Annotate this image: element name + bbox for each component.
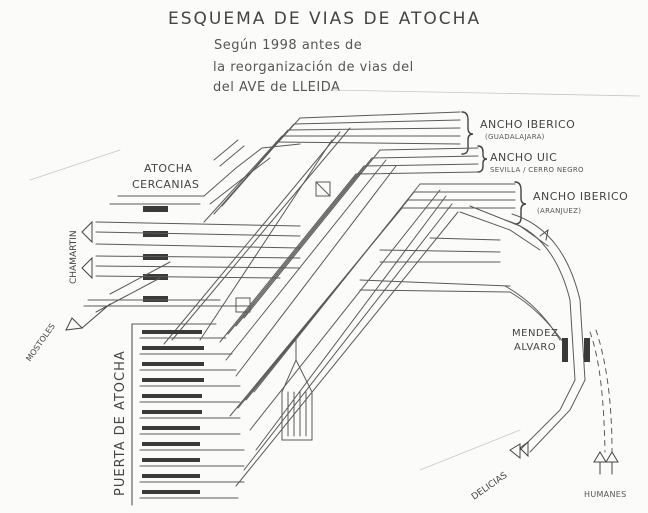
switch-boxes bbox=[235, 181, 331, 313]
diagram-title: ESQUEMA DE VIAS DE ATOCHA bbox=[168, 9, 482, 29]
puerta-atocha-tracks bbox=[139, 337, 245, 499]
depot-sidings bbox=[281, 339, 313, 441]
label-atocha-cercanias-2: CERCANIAS bbox=[132, 178, 200, 191]
label-ancho-uic: ANCHO UIC bbox=[490, 151, 558, 164]
label-puerta-de-atocha: PUERTA DE ATOCHA bbox=[113, 350, 128, 496]
label-atocha-cercanias-1: ATOCHA bbox=[144, 162, 193, 175]
puerta-atocha-platform-bars bbox=[142, 330, 204, 494]
subtitle-line-1: Según 1998 antes de bbox=[214, 38, 363, 53]
tracks-central-ew bbox=[359, 205, 549, 293]
cercanias-tracks bbox=[83, 139, 301, 313]
brace-ancho-iberico-aranjuez bbox=[514, 181, 527, 225]
tracks-south-curves bbox=[504, 213, 586, 453]
label-chamartin: CHAMARTIN bbox=[69, 230, 79, 284]
label-ancho-iberico-aranjuez: ANCHO IBERICO bbox=[533, 190, 629, 203]
tracks-aranjuez bbox=[229, 183, 516, 417]
label-aranjuez: (ARANJUEZ) bbox=[537, 207, 582, 215]
tracks-humanes-dashed bbox=[589, 329, 613, 453]
cercanias-platforms bbox=[143, 206, 168, 302]
faint-pencil-marks bbox=[29, 89, 641, 471]
tracks-uic bbox=[219, 147, 479, 343]
label-humanes: HUMANES bbox=[584, 490, 627, 499]
mendez-alvaro-platforms bbox=[562, 338, 590, 362]
label-guadalajara: (GUADALAJARA) bbox=[485, 133, 545, 141]
mostoles-arrow bbox=[65, 303, 111, 331]
label-sevilla-cerro-negro: SEVILLA / CERRO NEGRO bbox=[490, 166, 584, 174]
subtitle-line-3: del AVE de LLEIDA bbox=[213, 80, 341, 95]
brace-ancho-uic bbox=[477, 145, 488, 173]
puerta-atocha-platforms bbox=[131, 323, 217, 506]
label-mendez-alvaro-1: MENDEZ bbox=[512, 328, 559, 339]
label-mostoles: MOSTOLES bbox=[24, 322, 57, 363]
chamartin-arrows bbox=[81, 220, 93, 280]
brace-ancho-iberico-guadalajara bbox=[461, 111, 474, 155]
tracks-puerta-atocha-diagonals bbox=[163, 127, 459, 487]
humanes-arrows bbox=[593, 451, 619, 475]
label-delicias: DELICIAS bbox=[470, 471, 510, 503]
delicias-arrow bbox=[509, 441, 529, 460]
label-ancho-iberico-guadalajara: ANCHO IBERICO bbox=[480, 118, 576, 131]
subtitle-line-2: la reorganización de vias del bbox=[213, 60, 414, 75]
label-mendez-alvaro-2: ALVARO bbox=[514, 342, 557, 353]
